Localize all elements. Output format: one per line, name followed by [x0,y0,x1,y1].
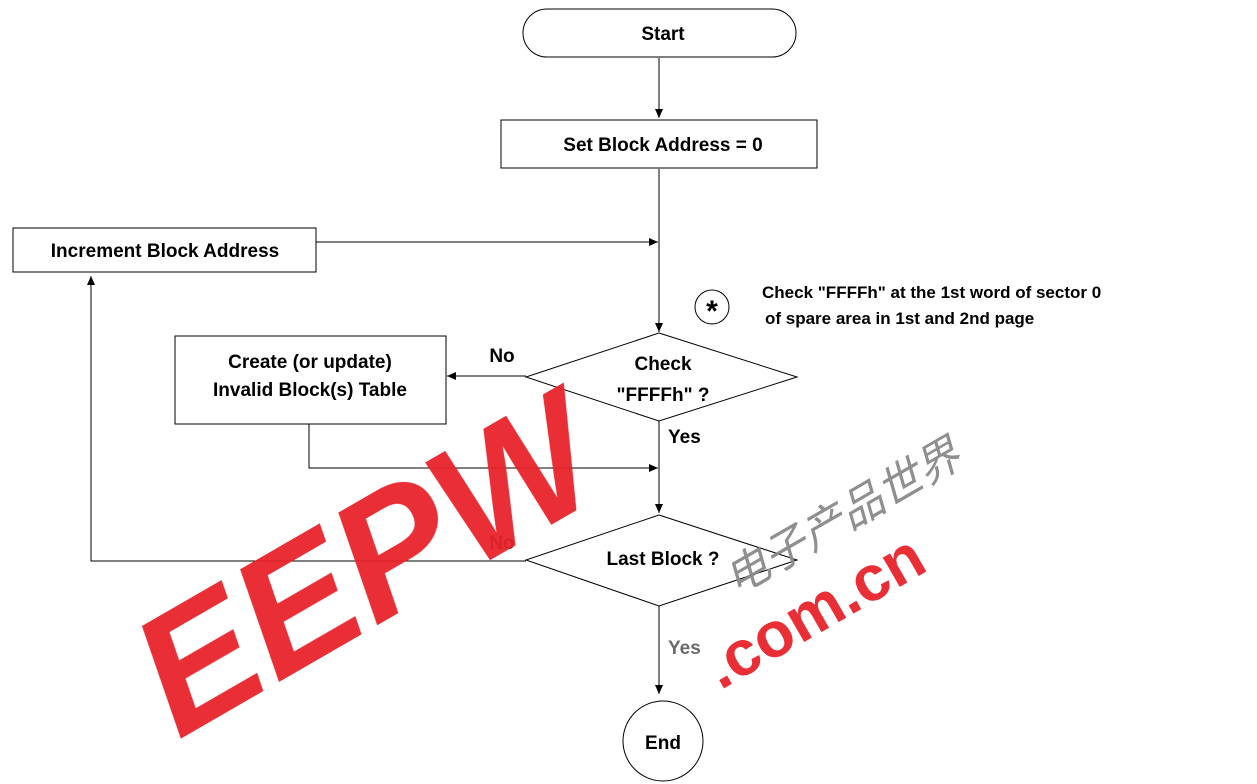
increment-block-address-label: Increment Block Address [51,241,279,262]
start-terminator [522,8,797,58]
check-ffffh-line2: "FFFFh" ? [617,385,710,406]
last-yes-label: Yes [668,638,701,659]
increment-block-address-box [12,227,317,273]
edge-create-return [308,424,658,472]
note-asterisk-circle [694,289,730,325]
end-label: End [645,733,681,754]
last-block-decision [524,514,799,607]
note-asterisk-icon: * [706,295,718,328]
check-yes-label: Yes [668,427,701,448]
check-no-label: No [489,346,514,367]
last-no-label: No [489,533,514,554]
end-terminator [622,700,704,782]
create-invalid-table-line1: Create (or update) [228,352,392,373]
start-label: Start [641,24,685,45]
note-line1: Check "FFFFh" at the 1st word of sector … [762,283,1101,302]
create-invalid-table-box [174,335,447,425]
last-block-label: Last Block ? [607,549,720,570]
check-ffffh-decision [524,332,799,422]
connectors [87,58,663,694]
set-block-address-label: Set Block Address = 0 [563,135,762,156]
check-ffffh-line1: Check [634,354,691,375]
create-invalid-table-line2: Invalid Block(s) Table [213,380,407,401]
edge-last-no [87,276,526,562]
set-block-address-box [500,119,818,169]
note-line2: of spare area in 1st and 2nd page [765,309,1034,328]
